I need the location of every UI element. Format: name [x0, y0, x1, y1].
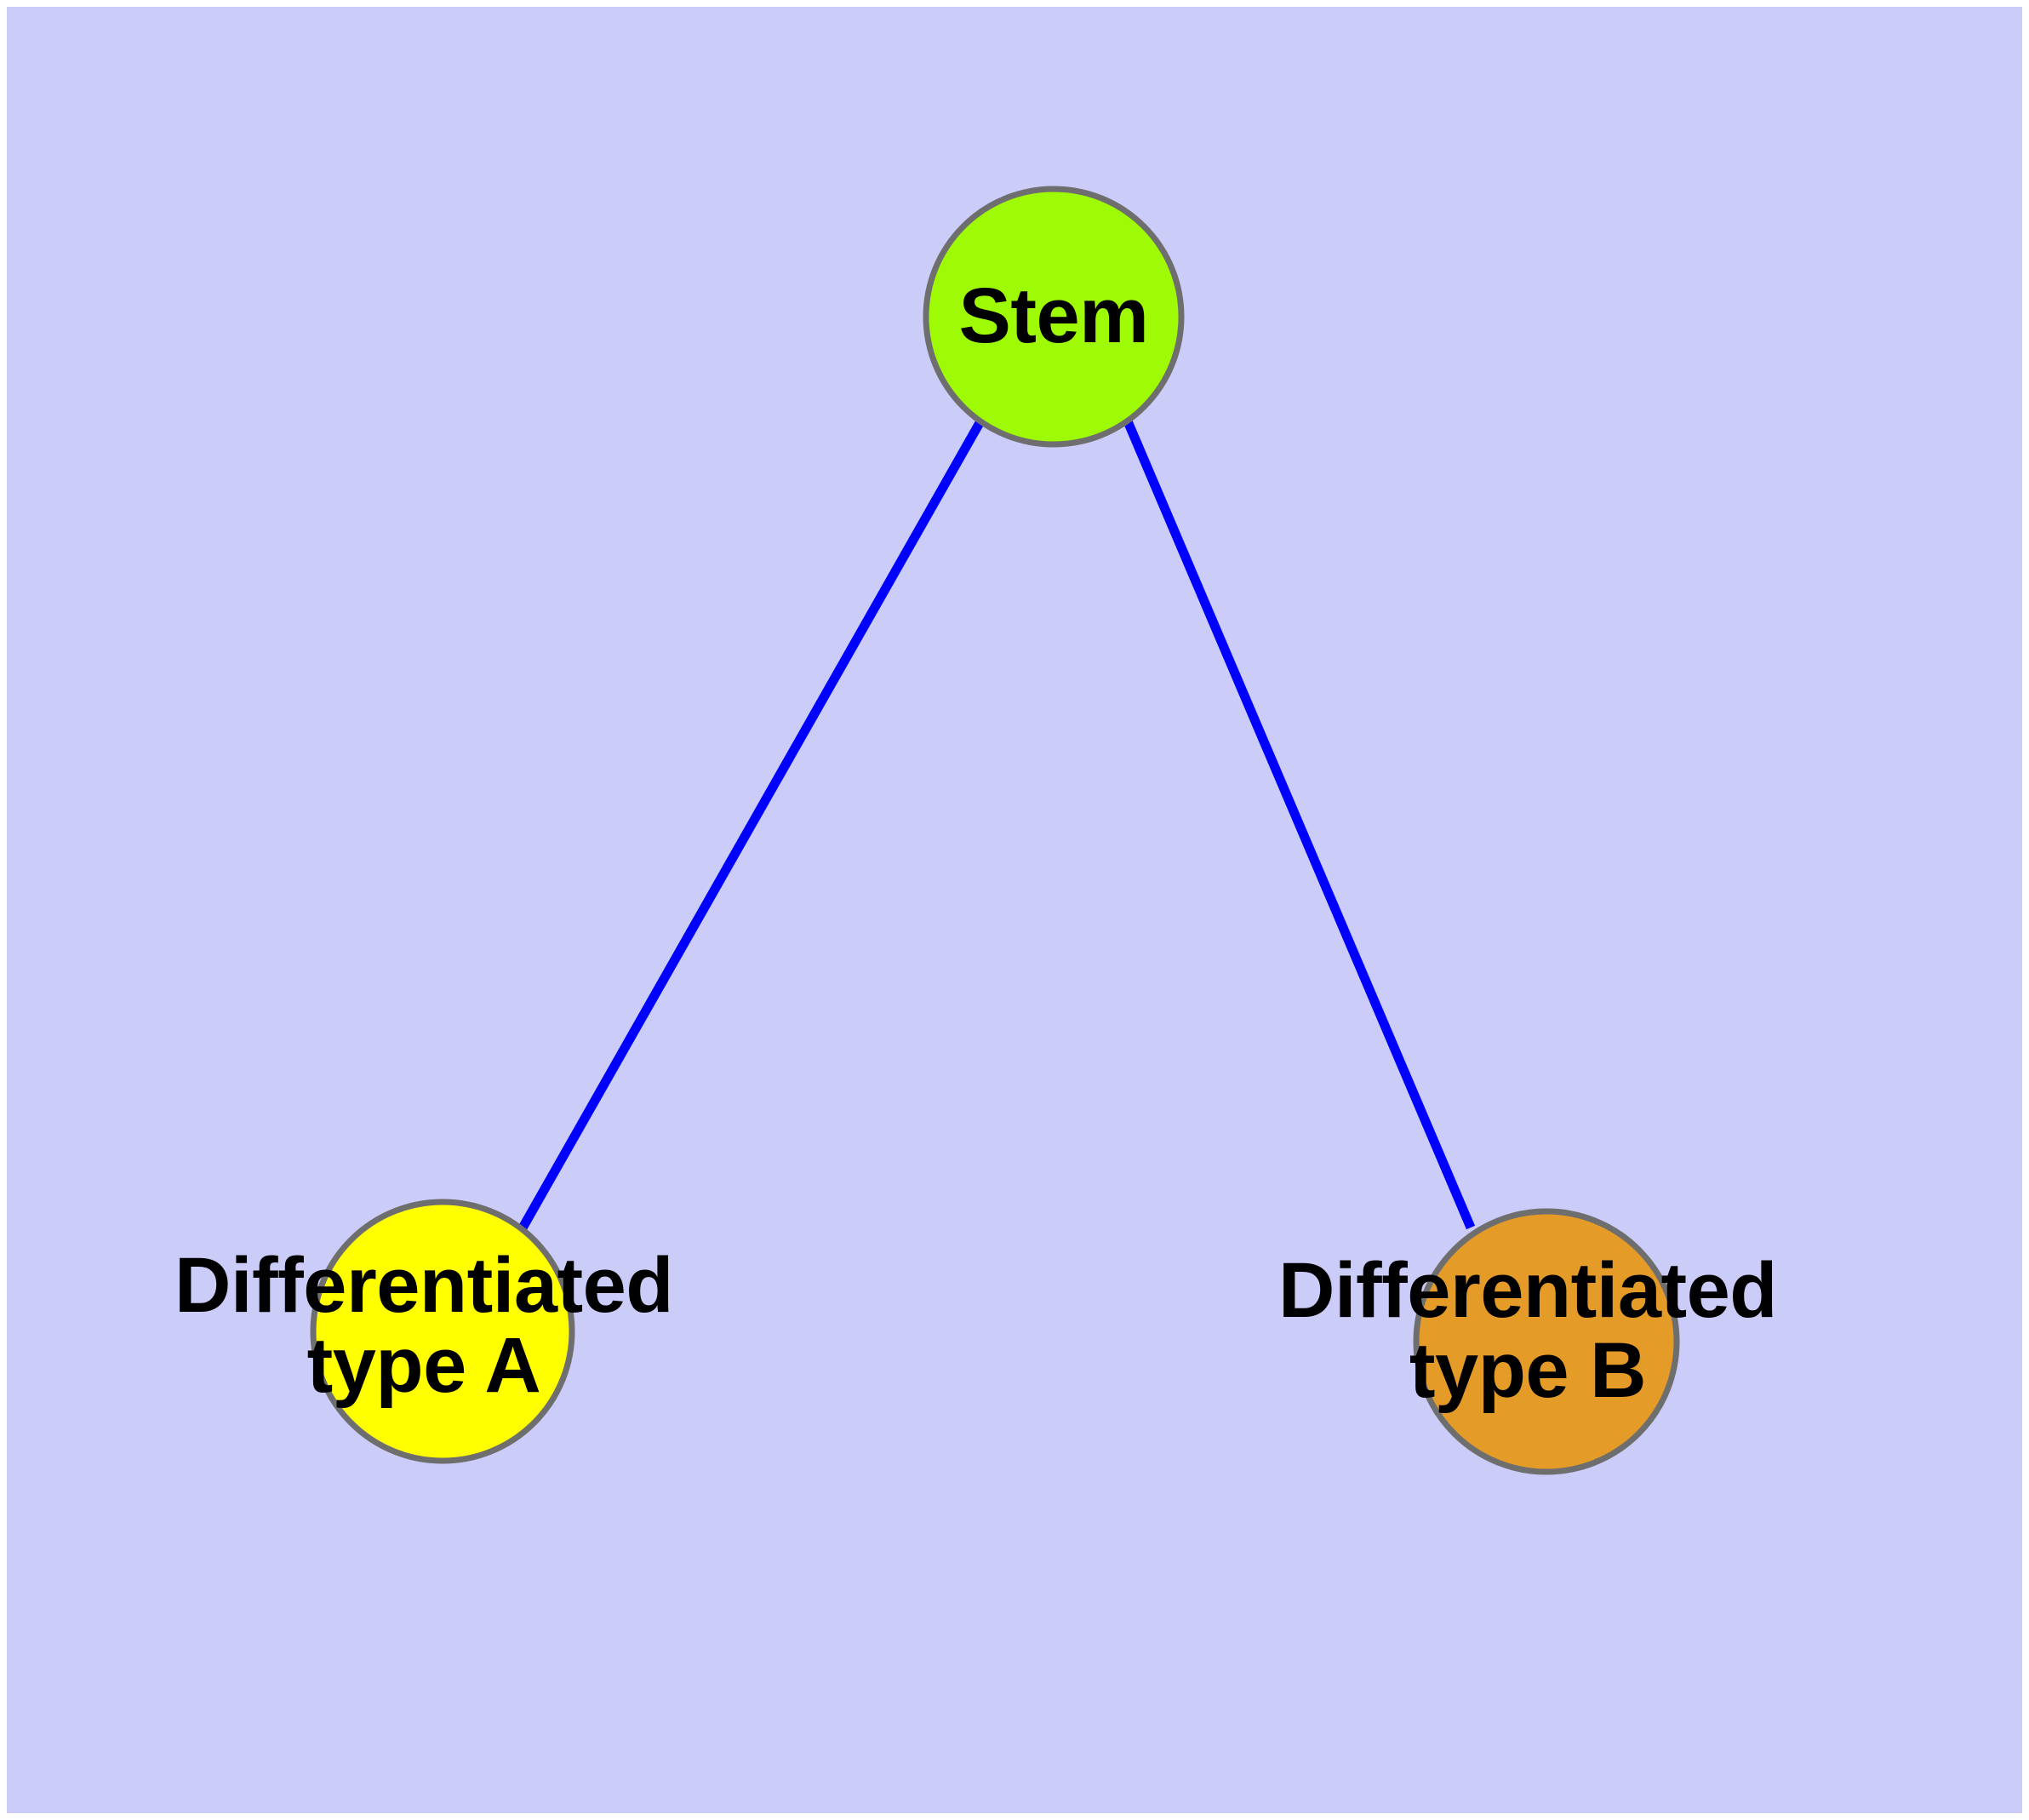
node-stem[interactable] — [923, 186, 1185, 448]
node-differentiated-type-b[interactable] — [1413, 1208, 1680, 1475]
edge-stem-to-differentiated-type-b — [1123, 419, 1476, 1230]
edge-group — [513, 419, 1476, 1239]
node-group — [310, 186, 1680, 1475]
edge-stem-to-differentiated-type-a — [513, 419, 985, 1239]
node-differentiated-type-a[interactable] — [310, 1199, 575, 1464]
